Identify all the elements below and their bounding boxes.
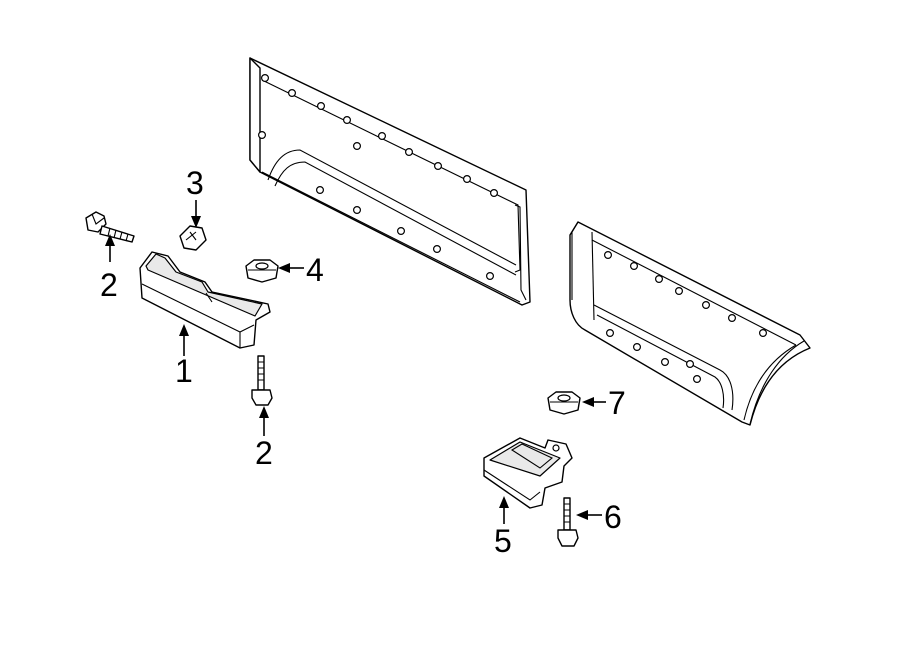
callout-4: 4 bbox=[306, 252, 324, 288]
callout-6: 6 bbox=[604, 499, 622, 535]
part-2-bolt-upper bbox=[85, 211, 135, 243]
callout-2-upper: 2 bbox=[100, 267, 118, 303]
callout-2-lower: 2 bbox=[255, 435, 273, 471]
callout-1: 1 bbox=[175, 353, 193, 389]
part-7-nut bbox=[547, 391, 581, 415]
part-4-nut bbox=[245, 259, 279, 283]
callout-5: 5 bbox=[494, 523, 512, 559]
part-2-bolt-lower bbox=[251, 355, 273, 406]
lower-fender-panel bbox=[569, 221, 811, 426]
part-3-nut bbox=[179, 225, 207, 251]
callout-arrows bbox=[105, 200, 606, 524]
part-1-bracket bbox=[139, 251, 271, 349]
part-5-bracket bbox=[483, 437, 573, 509]
upper-fender-panel bbox=[249, 57, 531, 306]
part-6-bolt bbox=[557, 497, 579, 547]
callout-7: 7 bbox=[608, 385, 626, 421]
callout-3: 3 bbox=[186, 165, 204, 201]
